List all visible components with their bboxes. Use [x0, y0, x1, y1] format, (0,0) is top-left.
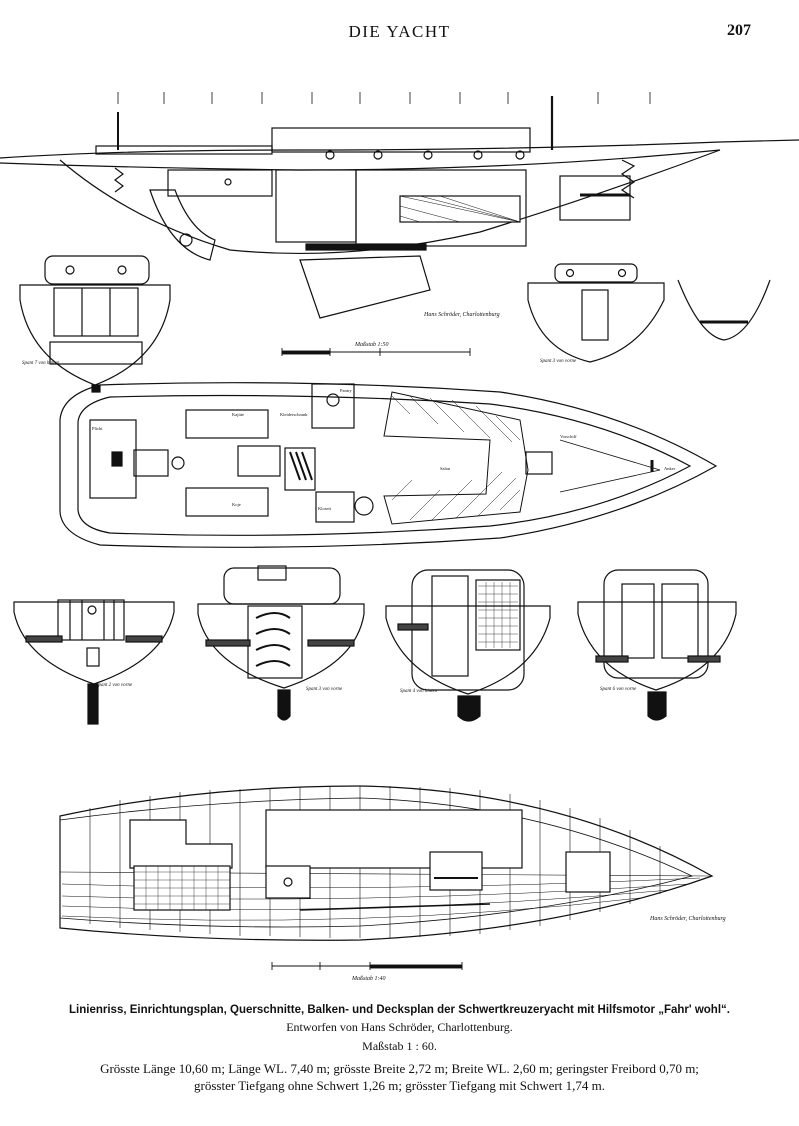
section-label: Spant 3 von vorne [306, 687, 343, 692]
scale-bar-top [281, 348, 471, 356]
deck-label: Plicht [92, 426, 103, 431]
deck-label: Anker [664, 466, 676, 471]
deck-label: Klosett [318, 506, 332, 511]
designer-signature-bottom: Hans Schröder, Charlottenburg [649, 916, 726, 922]
section-top-mid [527, 263, 665, 363]
deck-label: Vorschiff [560, 434, 577, 439]
page-number: 207 [727, 22, 751, 39]
drawing-annotations: Maßstab 1:50 Maßstab 1:40 Hans Schröder,… [22, 312, 726, 982]
section-label: Spant 7 von hinten [22, 361, 60, 366]
section-label: Spant 3 von vorne [540, 359, 577, 364]
yacht-plan-figure: Maßstab 1:50 Maßstab 1:40 Hans Schröder,… [0, 92, 799, 982]
caption-dimensions-line2: grösster Tiefgang ohne Schwert 1,26 m; g… [194, 1078, 605, 1093]
section-top-left [19, 255, 171, 393]
figure-caption: Linienriss, Einrichtungsplan, Querschnit… [20, 1004, 779, 1094]
deck-label: Pantry [340, 388, 352, 393]
deck-label: Koje [232, 502, 241, 507]
section-6 [577, 569, 737, 721]
caption-dimensions: Grösste Länge 10,60 m; Länge WL. 7,40 m;… [20, 1060, 779, 1094]
caption-scale: Maßstab 1 : 60. [362, 1039, 437, 1053]
section-top-right [677, 279, 771, 341]
scale-note-top: Maßstab 1:50 [354, 341, 389, 348]
deck-label: Salon [440, 466, 451, 471]
accommodation-plan [59, 382, 718, 548]
station-ticks [117, 92, 651, 104]
section-2 [13, 599, 175, 725]
section-label: Spant 6 von vorne [600, 687, 637, 692]
profile-plan [0, 96, 799, 319]
caption-designer: Entworfen von Hans Schröder, Charlottenb… [286, 1020, 513, 1034]
section-3 [197, 565, 365, 721]
scale-note-bottom: Maßstab 1:40 [351, 975, 386, 982]
section-label: Spant 2 von vorne [96, 683, 133, 688]
caption-dimensions-line1: Grösste Länge 10,60 m; Länge WL. 7,40 m;… [100, 1061, 699, 1076]
journal-title: DIE YACHT [348, 22, 451, 41]
designer-signature-top: Hans Schröder, Charlottenburg [423, 312, 500, 318]
section-label: Spant 4 von hinten [400, 689, 438, 694]
scale-bar-bottom [271, 962, 463, 970]
deck-label: Kleiderschrank [280, 412, 308, 417]
section-4 [385, 569, 551, 722]
deck-label: Kajüte [232, 412, 244, 417]
running-head: DIE YACHT 207 [0, 22, 799, 46]
beam-deck-plan [59, 785, 714, 941]
caption-title: Linienriss, Einrichtungsplan, Querschnit… [69, 1004, 730, 1016]
